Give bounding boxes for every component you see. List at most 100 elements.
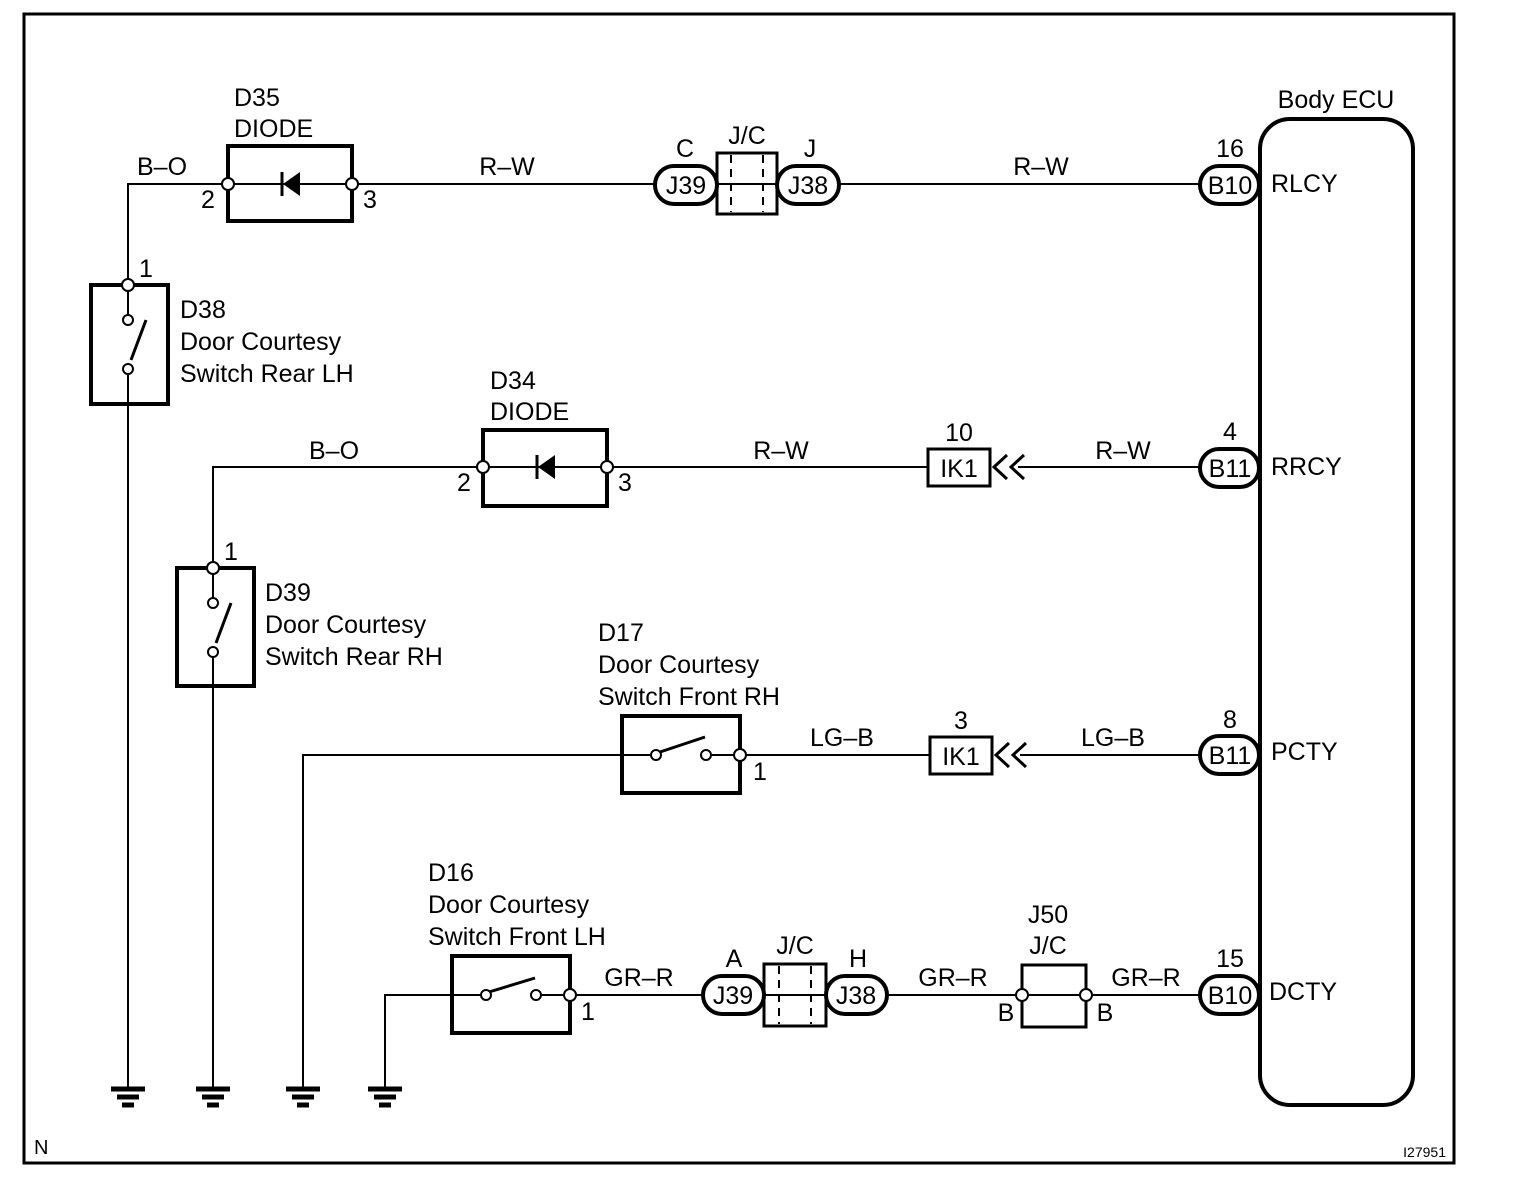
diode-symbol-icon [283,172,300,196]
terminal [122,314,134,326]
j50-id: J50 [1028,901,1068,929]
connector-b11 [1198,734,1261,776]
jc-label: J/C [776,932,814,960]
switch-d39: 1 D39 Door Courtesy Switch Rear RH [175,538,443,1088]
switch-label-line2: Switch Rear RH [265,643,443,671]
connector-pin: 10 [945,419,973,447]
wire-color-label: GR–R [918,964,987,992]
ecu-pin-number: 4 [1223,418,1237,446]
switch-label-line1: Door Courtesy [428,891,590,919]
inline-connector-ik1-10: IK1 10 [926,419,1026,488]
diagram-frame [22,12,1456,1165]
j50-pin-left: B [998,999,1015,1027]
switch-label-line2: Switch Rear LH [180,360,354,388]
diode-d35-pin-in: 2 [201,186,215,214]
diode-d34-pin-in: 2 [457,469,471,497]
diode-d34: D34 DIODE 2 3 [457,367,632,508]
switch-id: D16 [428,859,474,887]
switch-contact [659,735,706,754]
connector-arrow-icon [1010,741,1028,769]
ground-symbols [111,1086,402,1108]
switch-label-line1: Door Courtesy [598,651,760,679]
terminal [121,278,135,292]
ecu-signal-name: DCTY [1269,978,1337,1006]
terminal [476,460,490,474]
switch-contact [214,602,233,644]
inline-connector-box [928,735,994,776]
ecu-pin-dcty: B10 15 DCTY [1198,945,1337,1016]
wire-color-label: R–W [1095,437,1151,465]
terminal [530,989,542,1001]
inline-connector-ik1-3: IK1 3 [928,707,1028,776]
switch-label-line2: Switch Front RH [598,683,780,711]
wire-dcty-ground [384,994,485,1088]
body-ecu-title: Body ECU [1278,86,1395,114]
diode-d35: D35 DIODE 2 3 [201,84,377,223]
connector-arrow-icon [1008,453,1026,481]
connector-arrow-icon [991,453,1009,481]
wire-color-label: R–W [753,437,809,465]
terminal [221,177,235,191]
ground-icon [111,1086,145,1108]
j50-pin-right: B [1097,999,1114,1027]
ecu-pin-number: 16 [1216,135,1244,163]
terminal [650,749,662,761]
connector-pin: J [804,135,817,163]
switch-id: D38 [180,296,226,324]
connector-label: IK1 [942,743,980,771]
switch-pin: 1 [753,758,767,786]
connector-pin: 3 [954,707,968,735]
wire-rlcy-left [127,183,228,285]
wire-color-label: R–W [479,153,535,181]
switch-label-line1: Door Courtesy [265,611,427,639]
connector-label: B11 [1209,742,1252,770]
wire-color-label: GR–R [604,964,673,992]
terminal [122,363,134,375]
diode-d34-name: DIODE [490,398,569,426]
diode-d35-name: DIODE [234,115,313,143]
wire-color-label: B–O [137,153,187,181]
circuit-pcty: LG–B LG–B 1 D17 Door Courtesy Switch Fro… [302,619,1338,1088]
switch-label-line1: Door Courtesy [180,328,342,356]
circuit-rrcy: B–O R–W R–W D34 DIODE 2 3 IK1 10 B11 [175,367,1342,1088]
ground-icon [368,1086,402,1108]
ecu-pin-rlcy: B10 16 RLCY [1198,135,1338,206]
connector-b10 [1198,974,1261,1016]
connector-label: J39 [713,982,753,1010]
ecu-signal-name: PCTY [1271,738,1338,766]
switch-d39-box [175,566,256,688]
inline-connector-box [926,447,992,488]
ecu-pin-rrcy: B11 4 RRCY [1198,418,1342,489]
junction-connector-2: J39 J38 J/C A H [701,932,889,1028]
diode-d35-pin-out: 3 [363,186,377,214]
wire-color-label: B–O [309,437,359,465]
connector-j39 [701,974,766,1016]
terminal [1079,988,1093,1002]
connector-label: J39 [666,172,706,200]
ecu-signal-name: RRCY [1271,453,1342,481]
wire-rrcy-left [212,466,483,568]
switch-d16: 1 D16 Door Courtesy Switch Front LH [428,859,606,1035]
switch-d38-box [89,283,170,406]
diode-symbol-icon [538,455,555,479]
wire-color-label: GR–R [1111,964,1180,992]
ecu-signal-name: RLCY [1271,170,1338,198]
diode-d35-id: D35 [234,84,280,112]
wire-color-label: LG–B [1081,724,1145,752]
terminal [207,597,219,609]
terminal [1015,988,1029,1002]
connector-j38 [824,974,889,1016]
connector-b11 [1198,447,1261,489]
corner-label: N [34,1137,48,1159]
jc-label: J/C [728,122,766,150]
connector-arrow-icon [993,741,1011,769]
ecu-pin-number: 15 [1216,945,1244,973]
switch-pin: 1 [581,998,595,1026]
circuit-dcty: GR–R GR–R GR–R 1 D16 Door Courtesy Switc… [384,859,1337,1088]
ground-icon [286,1086,320,1108]
connector-label: IK1 [940,455,978,483]
connector-j39 [653,164,719,206]
junction-j50: J50 J/C B B [998,901,1114,1029]
terminal [733,748,747,762]
ground-icon [196,1086,230,1108]
